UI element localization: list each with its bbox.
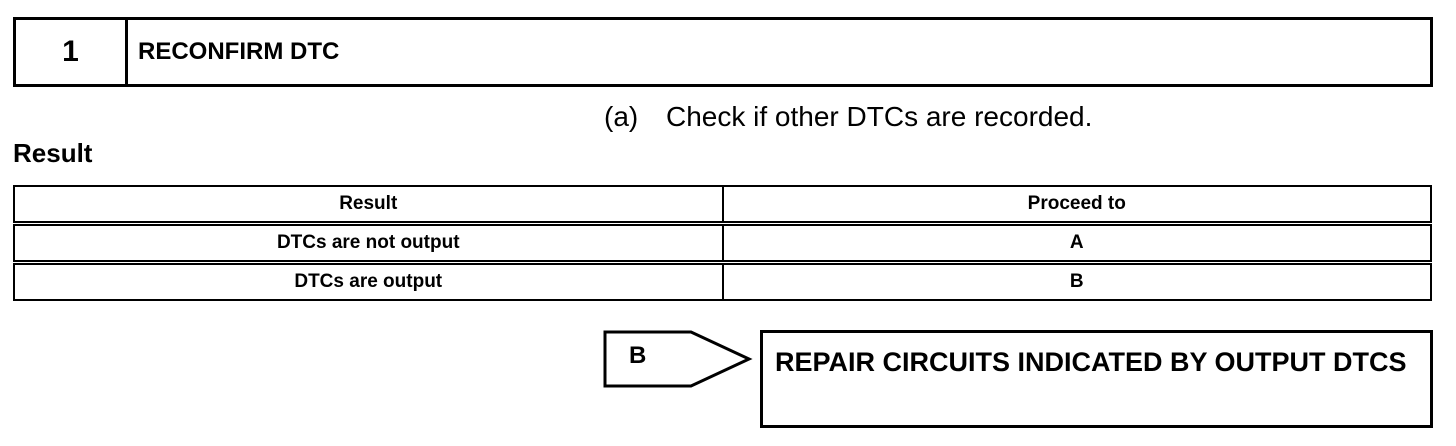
result-cell: DTCs are not output [13,221,724,264]
instruction-text: Check if other DTCs are recorded. [666,101,1093,132]
table-row: DTCs are output B [13,260,1432,301]
branch-letter: B [629,342,647,369]
table-row: DTCs are not output A [13,221,1432,264]
step-number: 1 [16,20,128,84]
arrow-pentagon-icon [603,330,753,388]
action-box: REPAIR CIRCUITS INDICATED BY OUTPUT DTCS [760,330,1433,428]
instruction-letter: (a) [604,101,639,132]
instruction-line: (a) Check if other DTCs are recorded. [604,101,1092,133]
proceed-cell: A [721,221,1432,264]
table-header-row: Result Proceed to [13,185,1432,225]
result-cell: DTCs are output [13,260,724,301]
result-table: Result Proceed to DTCs are not output A … [13,185,1432,301]
step-header: 1 RECONFIRM DTC [13,17,1433,87]
result-heading: Result [13,138,93,168]
proceed-cell: B [721,260,1432,301]
column-header-proceed-to: Proceed to [721,185,1432,225]
branch-arrow-badge: B [603,330,753,388]
step-title: RECONFIRM DTC [138,38,340,65]
column-header-result: Result [13,185,724,225]
